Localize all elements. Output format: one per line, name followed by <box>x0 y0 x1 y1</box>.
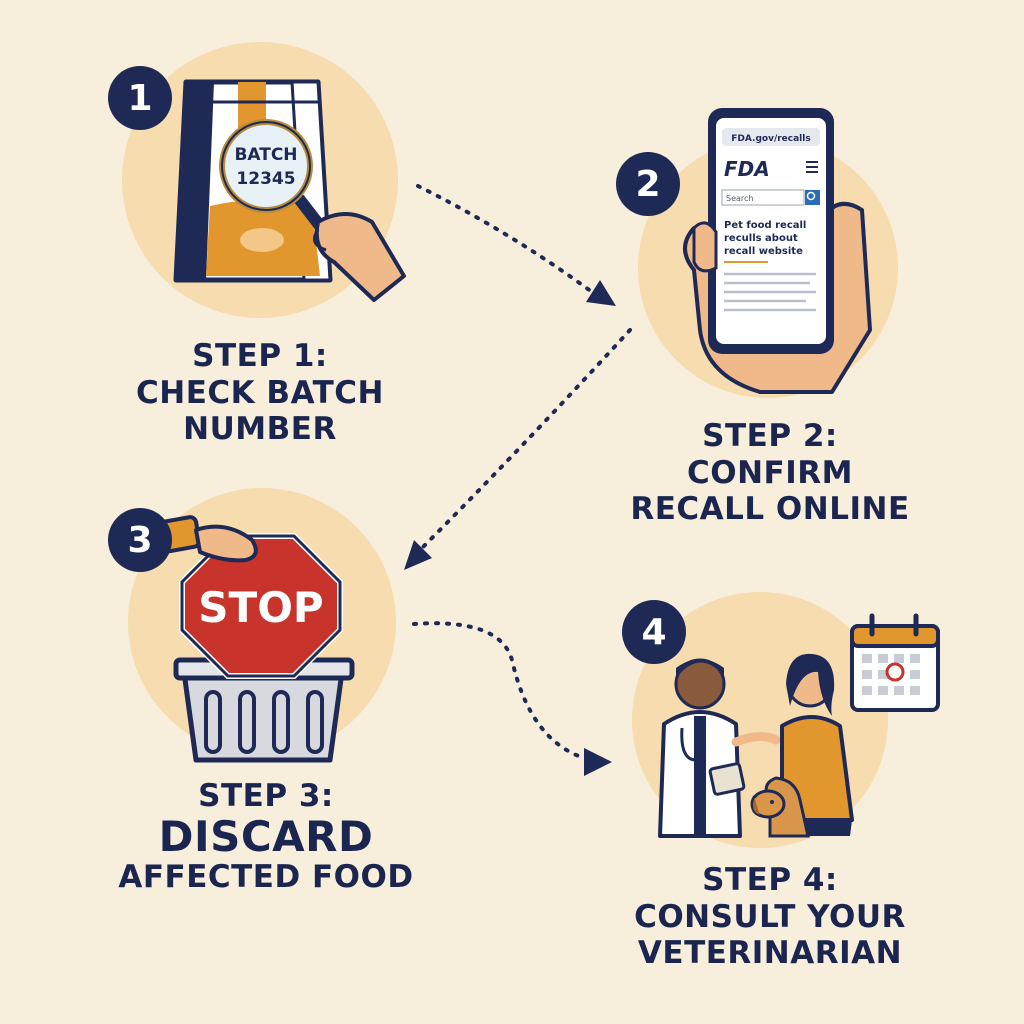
calendar-icon <box>850 613 940 712</box>
stop-sign-text: STOP <box>198 583 323 632</box>
phone-search-field[interactable] <box>721 189 805 206</box>
phone-heading-line3: recall website <box>724 246 803 257</box>
step4-label: STEP 4: CONSULT YOUR VETERINARIAN <box>600 862 940 972</box>
phone-recall-site-icon: FDA.gov/recalls FDA Search Pet food reca… <box>683 108 872 394</box>
step2-text-line1: CONFIRM <box>687 454 853 491</box>
step1-number-badge: 1 <box>108 66 172 130</box>
step4-number-badge: 4 <box>622 600 686 664</box>
step1-text-line1: CHECK BATCH <box>136 374 384 411</box>
connector-1-to-2 <box>416 184 616 306</box>
step2-text-line2: RECALL ONLINE <box>630 491 910 528</box>
food-bag-magnifier-icon: BATCH 12345 <box>173 79 406 302</box>
step4-text-line1: CONSULT YOUR <box>634 898 906 935</box>
menu-icon[interactable] <box>806 161 818 173</box>
step1-text-line2: NUMBER <box>183 411 337 448</box>
connector-2-to-3 <box>404 328 632 570</box>
phone-screen <box>716 118 826 344</box>
step4-text-line2: VETERINARIAN <box>637 935 903 972</box>
phone-search-placeholder: Search <box>726 194 753 203</box>
step4-title: STEP 4: <box>702 862 838 898</box>
stop-sign-trash-icon: STOP <box>148 515 355 763</box>
step2-number-badge: 2 <box>616 152 680 216</box>
connector-3-to-4 <box>412 621 612 776</box>
step2-label: STEP 2: CONFIRM RECALL ONLINE <box>600 418 940 528</box>
step1-label: STEP 1: CHECK BATCH NUMBER <box>110 338 410 448</box>
step2-title: STEP 2: <box>702 418 838 454</box>
dog-icon <box>750 776 810 838</box>
step3-text-line1: DISCARD <box>158 811 374 861</box>
step3-number-badge: 3 <box>108 508 172 572</box>
phone-heading-line1: Pet food recall <box>724 220 806 231</box>
step3-label: STEP 3: DISCARD AFFECTED FOOD <box>96 778 436 895</box>
search-icon <box>806 191 816 201</box>
fda-logo: FDA <box>724 157 770 181</box>
step3-text-line2: AFFECTED FOOD <box>118 858 414 895</box>
phone-heading-line2: reculls about <box>724 233 798 244</box>
step3-title: STEP 3: <box>198 778 334 814</box>
batch-label-text: BATCH <box>234 145 297 165</box>
veterinarian-figure <box>658 658 781 838</box>
batch-number-text: 12345 <box>236 169 295 189</box>
step1-title: STEP 1: <box>192 338 328 374</box>
phone-url-text: FDA.gov/recalls <box>731 134 810 144</box>
vet-owner-dog-icon <box>658 613 940 838</box>
phone-body-text-lines <box>724 272 816 312</box>
